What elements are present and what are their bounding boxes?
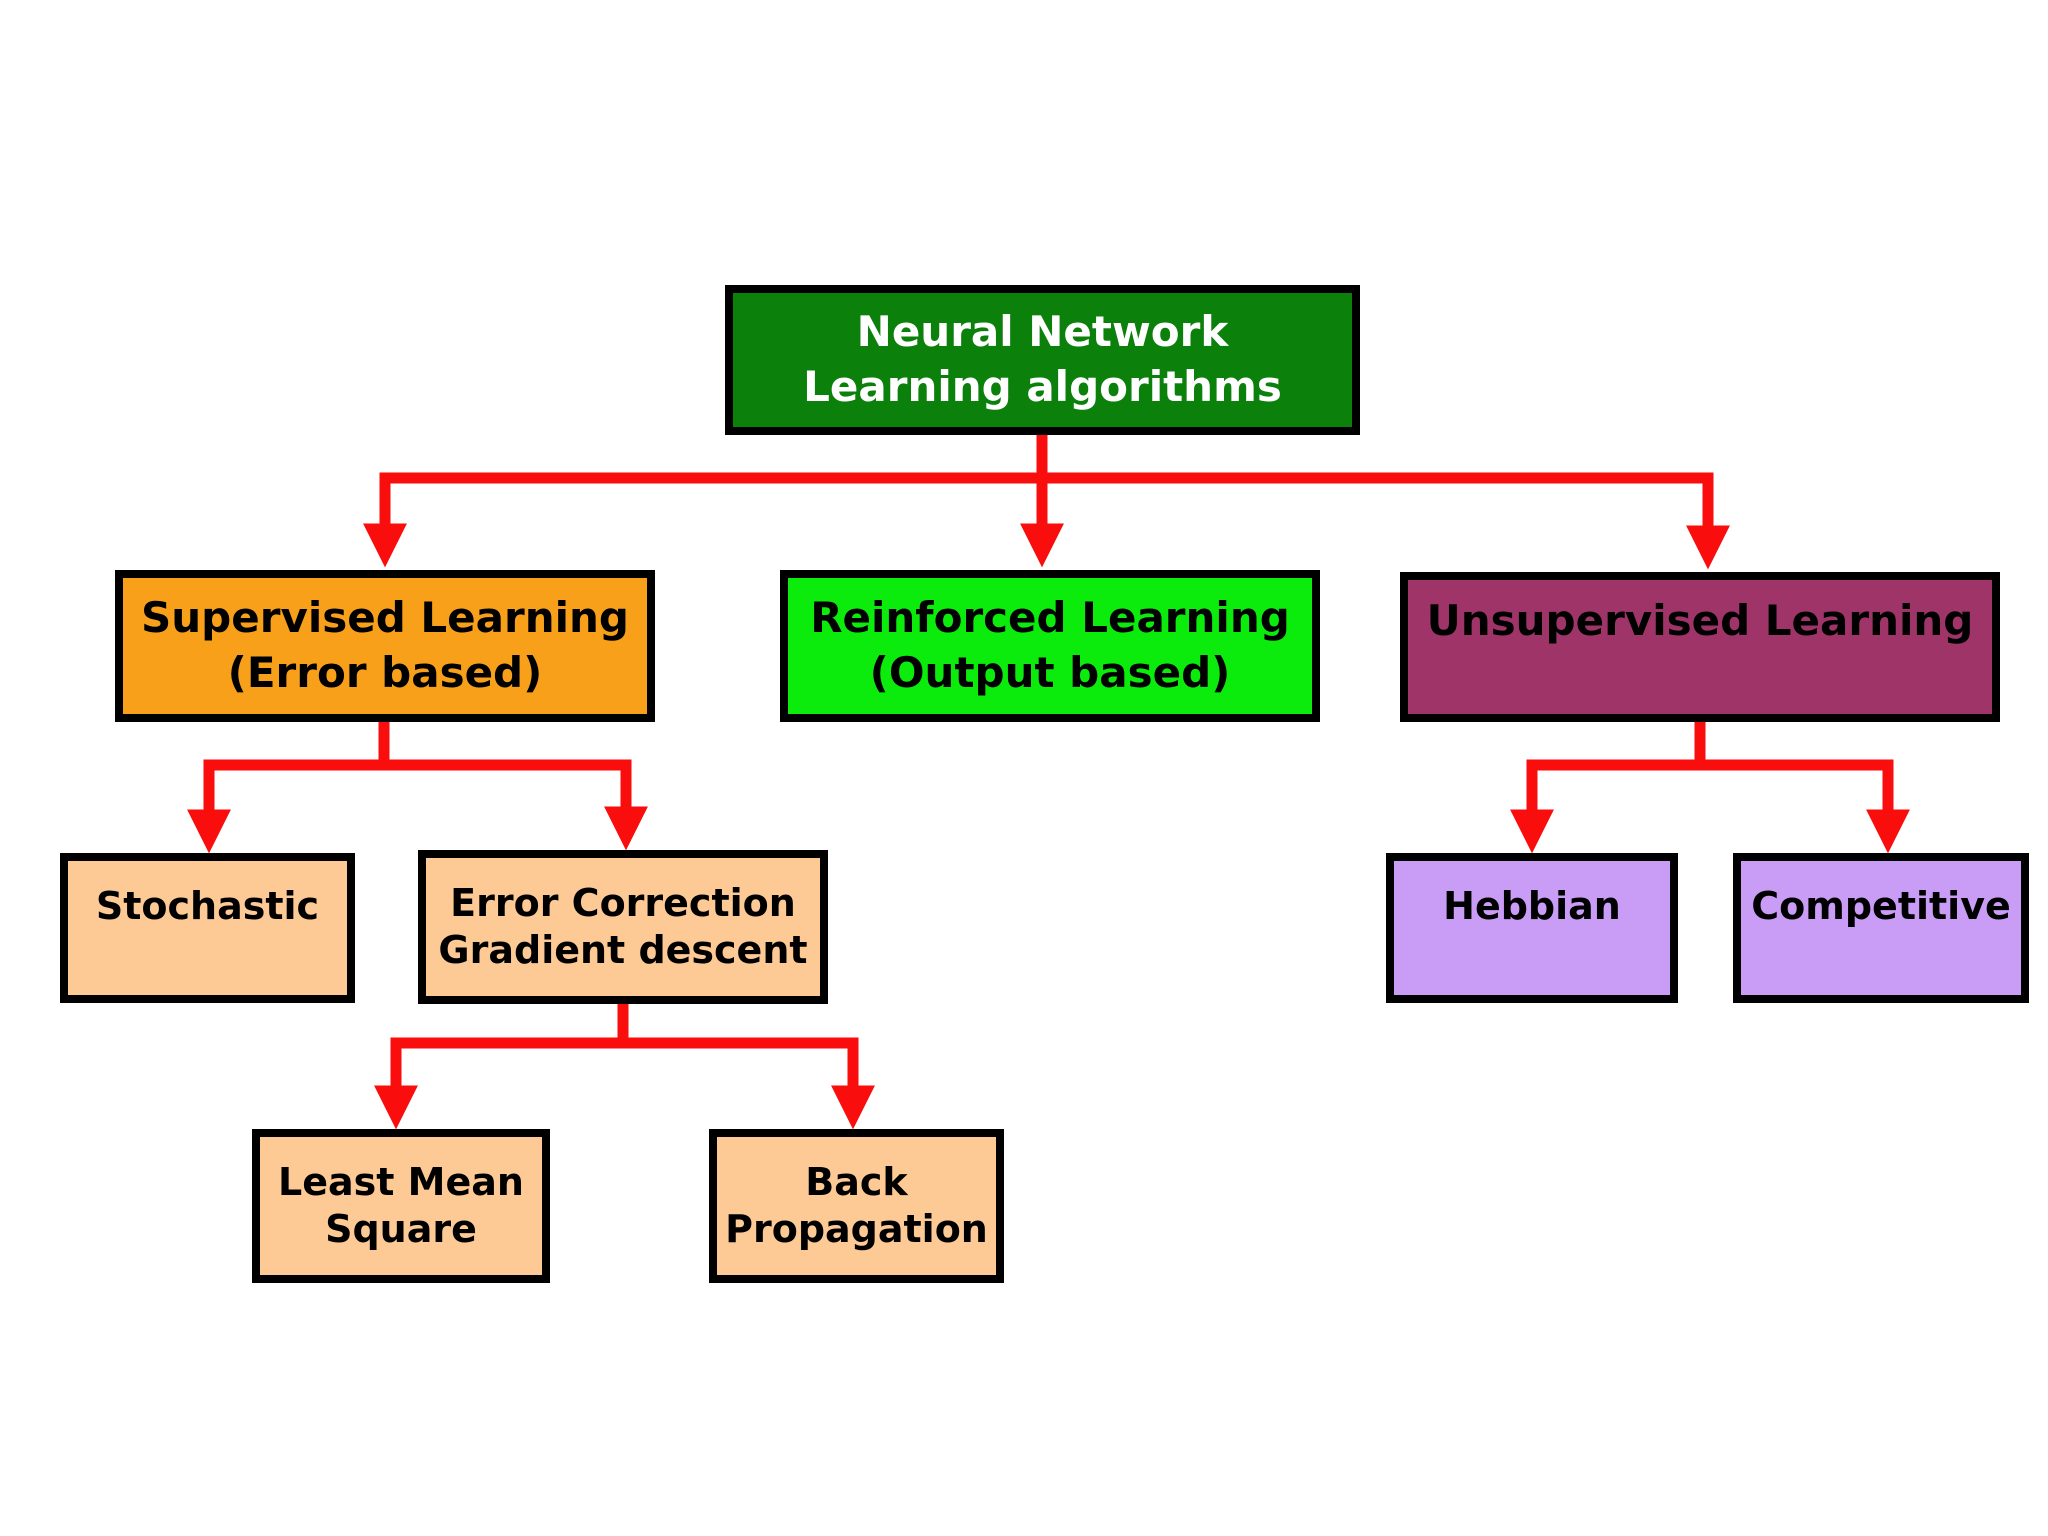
node-root-label: Neural Network Learning algorithms xyxy=(803,307,1282,411)
node-stochastic: Stochastic xyxy=(60,853,355,1003)
node-back-propagation: Back Propagation xyxy=(709,1129,1004,1283)
node-hebbian-label: Hebbian xyxy=(1443,884,1621,928)
node-unsupervised-label: Unsupervised Learning xyxy=(1426,596,1974,645)
node-reinforced-label: Reinforced Learning (Output based) xyxy=(810,593,1290,697)
node-reinforced-learning: Reinforced Learning (Output based) xyxy=(780,570,1320,722)
node-supervised-learning: Supervised Learning (Error based) xyxy=(115,570,655,722)
node-unsupervised-learning: Unsupervised Learning xyxy=(1400,572,2000,722)
node-stochastic-label: Stochastic xyxy=(95,884,320,928)
node-competitive: Competitive xyxy=(1733,853,2029,1003)
node-back-propagation-label: Back Propagation xyxy=(725,1159,988,1252)
node-error-correction-gradient-descent: Error Correction Gradient descent xyxy=(418,850,828,1004)
node-neural-network-learning-algorithms: Neural Network Learning algorithms xyxy=(725,285,1360,435)
node-error-correction-label: Error Correction Gradient descent xyxy=(438,880,808,973)
node-least-mean-square: Least Mean Square xyxy=(252,1129,550,1283)
node-least-mean-square-label: Least Mean Square xyxy=(278,1159,524,1252)
node-supervised-label: Supervised Learning (Error based) xyxy=(141,593,629,697)
node-hebbian: Hebbian xyxy=(1386,853,1678,1003)
node-competitive-label: Competitive xyxy=(1751,884,2011,928)
